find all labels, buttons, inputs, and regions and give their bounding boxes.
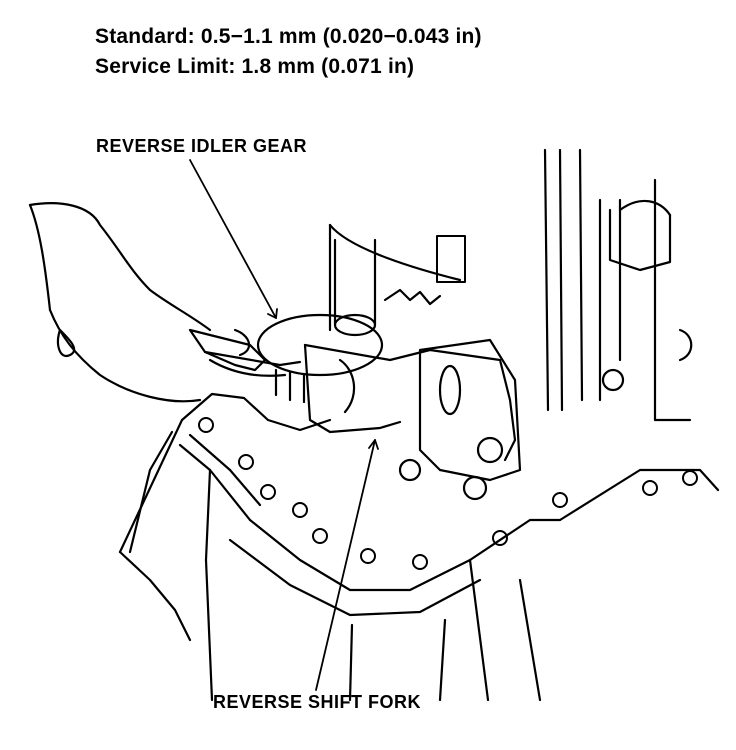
transmission-case — [120, 394, 718, 700]
gear-housing — [330, 150, 691, 420]
reverse-shift-fork — [305, 340, 520, 499]
reverse-idler-gear — [258, 240, 440, 402]
spec-standard: Standard: 0.5−1.1 mm (0.020−0.043 in) — [95, 25, 482, 48]
leader-shift-fork — [316, 440, 378, 690]
spec-service-limit: Service Limit: 1.8 mm (0.071 in) — [95, 55, 415, 78]
leader-idler-gear — [190, 160, 277, 318]
hand-with-feeler-gauge — [30, 203, 300, 401]
flange-bolt-holes — [199, 418, 697, 569]
label-reverse-idler-gear: REVERSE IDLER GEAR — [96, 136, 308, 156]
label-reverse-shift-fork: REVERSE SHIFT FORK — [213, 692, 422, 712]
